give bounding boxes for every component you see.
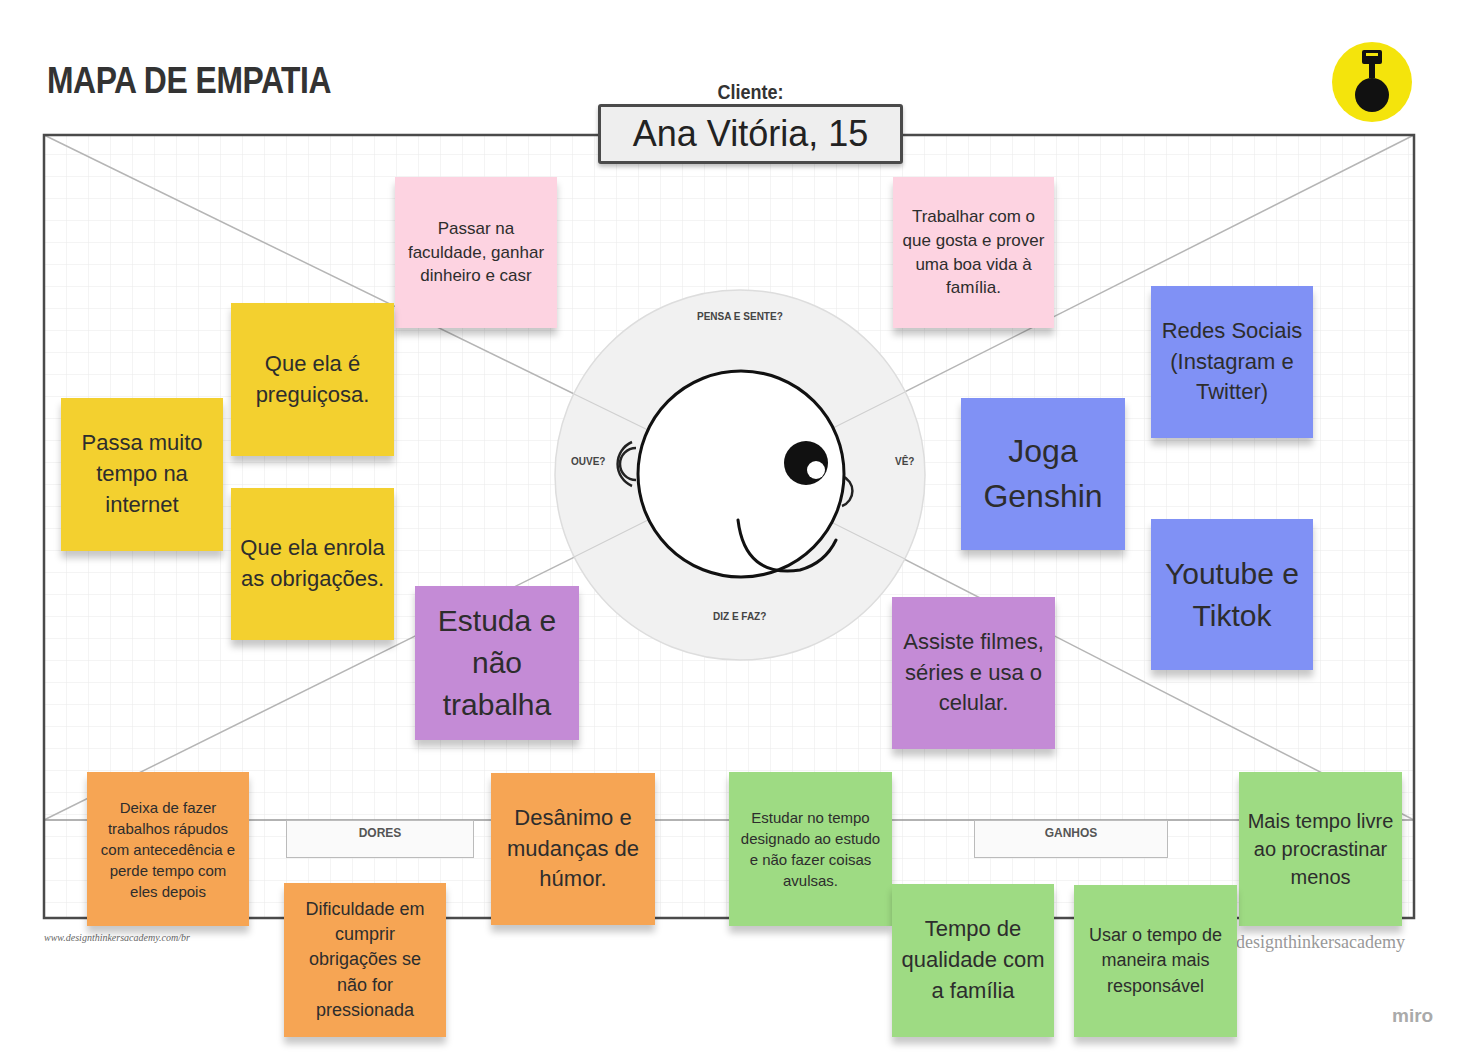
logo-circle — [1332, 42, 1412, 122]
eye — [784, 441, 828, 485]
client-name-box: Cliente:Ana Vitória, 15 — [598, 104, 903, 164]
sticky-note: Passa muito tempo na internet — [61, 398, 223, 551]
quadrant-label: OUVE? — [571, 456, 605, 467]
ring-divider — [574, 519, 650, 557]
ear — [620, 448, 636, 480]
note-text: Joga Genshin — [969, 429, 1117, 519]
note-text: Estuda e não trabalha — [423, 600, 571, 726]
note-text: Tempo de qualidade com a família — [900, 914, 1046, 1006]
sticky-note: Trabalhar com o que gosta e prover uma b… — [893, 177, 1054, 328]
note-text: Usar o tempo de maneira mais responsável — [1082, 923, 1229, 999]
ear — [618, 442, 632, 486]
note-text: Deixa de fazer trabalhos rápudos com ant… — [95, 797, 241, 902]
ring-divider — [574, 394, 650, 431]
quadrant-label: PENSA E SENTE? — [697, 311, 783, 322]
sticky-note: Estuda e não trabalha — [415, 586, 579, 740]
eye-highlight — [807, 461, 825, 479]
note-text: Redes Sociais (Instagram e Twitter) — [1159, 316, 1305, 408]
watermark: www.designthinkersacademy.com/br — [44, 932, 190, 943]
sticky-note: Que ela é preguiçosa. — [231, 303, 394, 456]
note-text: Estudar no tempo designado ao estudo e n… — [737, 807, 884, 891]
note-text: Que ela enrola as obrigações. — [239, 533, 386, 595]
client-heading: Cliente: — [616, 81, 885, 103]
note-text: Youtube e Tiktok — [1159, 553, 1305, 637]
section-header-box: GANHOS — [974, 820, 1168, 858]
smile — [738, 520, 836, 571]
sticky-note: Deixa de fazer trabalhos rápudos com ant… — [87, 772, 249, 926]
sticky-note: Youtube e Tiktok — [1151, 519, 1313, 670]
note-text: Que ela é preguiçosa. — [239, 349, 386, 411]
sticky-note: Mais tempo livre ao procrastinar menos — [1239, 772, 1402, 926]
sticky-note: Usar o tempo de maneira mais responsável — [1074, 885, 1237, 1037]
watermark: miro — [1392, 1005, 1433, 1027]
ring-divider — [829, 521, 905, 559]
logo-icon — [1369, 64, 1375, 78]
sticky-note: Joga Genshin — [961, 398, 1125, 550]
note-text: Dificuldade em cumprir obrigações se não… — [292, 897, 438, 1023]
logo-icon — [1366, 53, 1378, 56]
section-header: DORES — [359, 826, 402, 840]
map-title: MAPA DE EMPATIA — [47, 60, 331, 102]
ring-divider — [829, 392, 905, 430]
sticky-note: Estudar no tempo designado ao estudo e n… — [729, 772, 892, 926]
sticky-note: Passar na faculdade, ganhar dinheiro e c… — [395, 177, 557, 328]
logo-icon — [1355, 78, 1389, 112]
note-text: Mais tempo livre ao procrastinar menos — [1247, 807, 1394, 891]
sticky-note: Que ela enrola as obrigações. — [231, 488, 394, 640]
sticky-note: Dificuldade em cumprir obrigações se não… — [284, 883, 446, 1037]
note-text: Passar na faculdade, ganhar dinheiro e c… — [403, 217, 549, 288]
section-header: GANHOS — [1045, 826, 1098, 840]
quadrant-label: DIZ E FAZ? — [713, 611, 766, 622]
sticky-note: Desânimo e mudanças de húmor. — [491, 773, 655, 925]
note-text: Assiste filmes, séries e usa o celular. — [900, 627, 1047, 719]
client-name: Ana Vitória, 15 — [633, 114, 869, 154]
logo-icon — [1362, 50, 1382, 64]
section-header-box: DORES — [286, 820, 474, 858]
sticky-note: Redes Sociais (Instagram e Twitter) — [1151, 286, 1313, 438]
note-text: Trabalhar com o que gosta e prover uma b… — [901, 205, 1046, 300]
face — [638, 371, 844, 577]
note-text: Desânimo e mudanças de húmor. — [499, 803, 647, 895]
watermark: designthinkersacademy — [1236, 932, 1405, 953]
center-ring — [555, 290, 925, 660]
note-text: Passa muito tempo na internet — [69, 428, 215, 520]
sticky-note: Assiste filmes, séries e usa o celular. — [892, 597, 1055, 749]
sticky-note: Tempo de qualidade com a família — [892, 884, 1054, 1037]
quadrant-label: VÊ? — [895, 456, 914, 467]
